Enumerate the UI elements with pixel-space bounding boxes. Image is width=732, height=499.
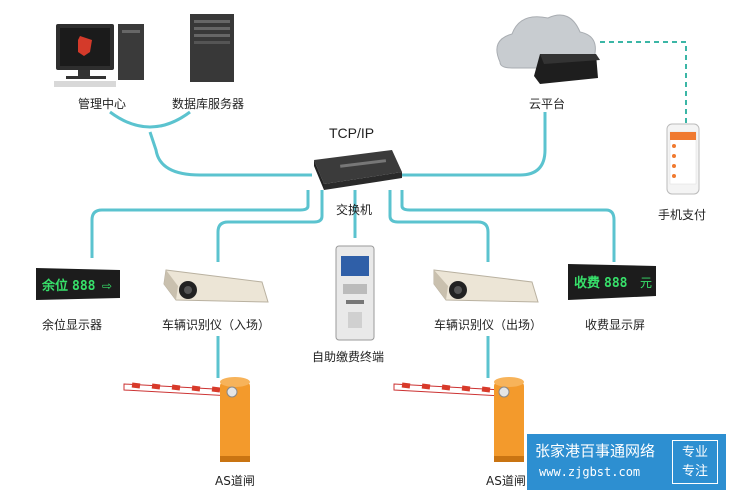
link-exit-camera xyxy=(388,190,490,262)
self-service-terminal-label: 自助缴费终端 xyxy=(312,350,385,364)
watermark-url: www.zjgbst.com xyxy=(539,465,641,479)
entry-recognizer-label: 车辆识别仪（入场） xyxy=(162,318,271,332)
management-center-label: 管理中心 xyxy=(78,97,127,111)
database-server-icon xyxy=(190,14,234,82)
mobile-payment-label: 手机支付 xyxy=(658,208,707,222)
spaces-display-icon: 余位 888 ⇨ xyxy=(36,268,120,300)
fee-display-digits: 888 xyxy=(604,276,628,291)
link-cloud-mobile-dashed xyxy=(600,41,687,124)
exit-camera-icon xyxy=(433,269,539,303)
network-switch-icon xyxy=(314,150,402,190)
link-admin-to-switch xyxy=(148,131,312,177)
watermark-badge: 专业 专注 xyxy=(672,440,718,484)
cloud-platform-icon xyxy=(496,14,600,84)
mobile-phone-icon xyxy=(666,123,700,195)
entry-barrier-label: AS道闸 xyxy=(215,474,255,488)
connection-lines xyxy=(90,110,616,378)
exit-barrier-label: AS道闸 xyxy=(486,474,526,488)
database-server-label: 数据库服务器 xyxy=(172,97,245,111)
entry-camera-icon xyxy=(163,269,269,303)
link-fee-display xyxy=(400,190,616,262)
exit-barrier-gate-icon xyxy=(393,377,524,462)
arrow-right-icon: ⇨ xyxy=(102,279,112,293)
spaces-display-text: 余位 xyxy=(41,278,68,294)
management-pc-icon xyxy=(54,24,144,87)
watermark-company: 张家港百事通网络 xyxy=(535,442,656,460)
fee-display-icon: 收费 888 元 xyxy=(568,264,656,300)
link-spaces-display xyxy=(90,190,310,258)
self-service-terminal-icon xyxy=(335,245,375,341)
cloud-platform-label: 云平台 xyxy=(529,97,566,111)
entry-barrier-gate-icon xyxy=(123,377,250,462)
spaces-display-digits: 888 xyxy=(72,279,96,294)
fee-display-unit: 元 xyxy=(640,276,652,290)
fee-display-text: 收费 xyxy=(574,275,600,291)
switch-label: 交换机 xyxy=(336,203,373,217)
exit-recognizer-label: 车辆识别仪（出场） xyxy=(434,318,543,332)
spaces-display-label: 余位显示器 xyxy=(42,318,103,332)
fee-display-label: 收费显示屏 xyxy=(585,318,646,332)
watermark-banner: 张家港百事通网络 www.zjgbst.com 专业 专注 xyxy=(527,434,726,490)
link-cloud-to-switch xyxy=(402,112,547,177)
watermark-badge-line1: 专业 xyxy=(681,445,708,460)
protocol-label: TCP/IP xyxy=(329,125,375,141)
watermark-badge-line2: 专注 xyxy=(681,464,708,479)
link-entry-camera xyxy=(216,190,324,262)
link-management-center xyxy=(109,110,191,129)
